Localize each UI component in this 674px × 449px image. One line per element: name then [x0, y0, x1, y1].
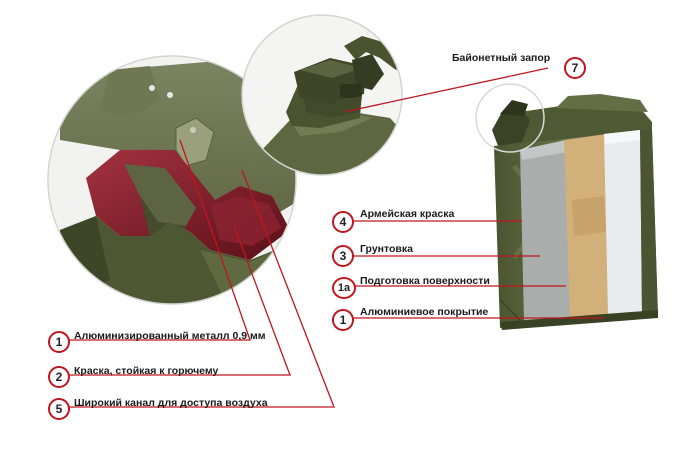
callout-label-air-channel: Широкий канал для доступа воздуха: [74, 397, 268, 409]
callout-label-aluminized-metal: Алюминизированный металл 0,9 мм: [74, 330, 266, 342]
callout-number-1-left: 1: [48, 331, 70, 353]
callout-label-primer: Грунтовка: [360, 243, 413, 255]
jerrican-cutaway: [492, 94, 658, 330]
callout-number-5: 5: [48, 398, 70, 420]
callout-label-fuel-resistant-paint: Краска, стойкая к горючему: [74, 365, 219, 377]
callout-number-4: 4: [332, 211, 354, 233]
leader-line-2: [66, 225, 291, 376]
callout-number-7: 7: [564, 57, 586, 79]
callout-label-bayonet-closure: Байонетный запор: [452, 52, 551, 64]
callout-label-army-paint: Армейская краска: [360, 208, 455, 220]
callout-label-aluminium-coating: Алюминиевое покрытие: [360, 306, 489, 318]
spout-magnifier-ring: [475, 83, 545, 153]
leader-line-5: [66, 169, 335, 408]
leader-lines: [66, 67, 604, 408]
callout-number-1-right: 1: [332, 309, 354, 331]
leader-line-7: [343, 67, 549, 113]
callout-number-2: 2: [48, 366, 70, 388]
callout-number-1a: 1a: [332, 277, 356, 299]
leader-line-1-left: [66, 139, 251, 341]
callout-label-surface-prep: Подготовка поверхности: [360, 275, 490, 287]
callout-number-3: 3: [332, 245, 354, 267]
